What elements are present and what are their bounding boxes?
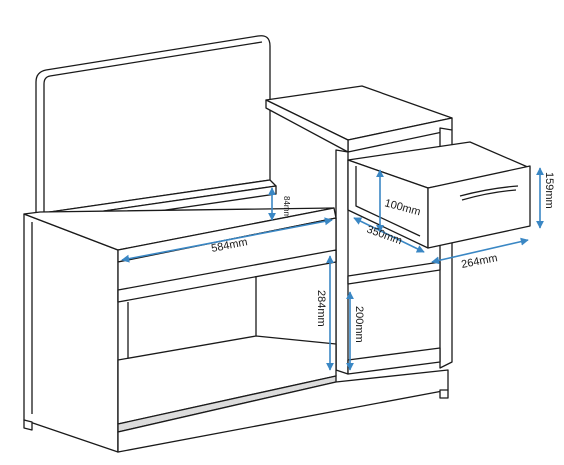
drawer-handle-icon — [459, 185, 519, 197]
dim-350-arrow — [353, 217, 425, 253]
dim-label-200: 200mm — [353, 306, 365, 343]
backrest — [35, 35, 271, 215]
tower-top — [265, 85, 453, 153]
bench-front — [117, 217, 449, 453]
dim-label-159: 159mm — [543, 172, 555, 209]
dim-584-arrow — [121, 217, 333, 263]
dim-label-84: 84mm — [282, 196, 291, 219]
bench-left-side — [23, 213, 119, 453]
dim-264-arrow — [431, 237, 529, 265]
feet — [23, 389, 449, 431]
dim-label-284: 284mm — [315, 290, 327, 327]
dimension-lines — [121, 167, 544, 371]
